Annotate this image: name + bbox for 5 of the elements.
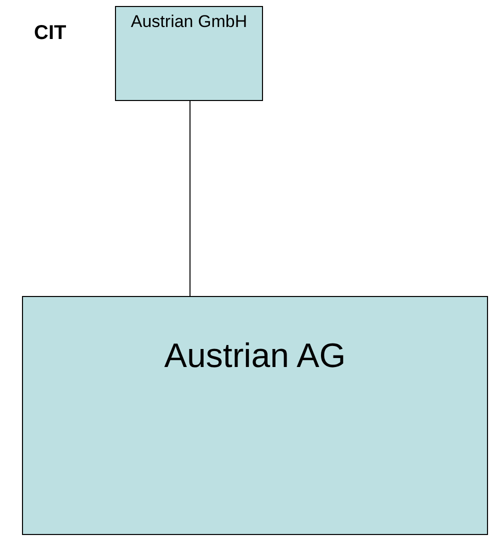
side-label: CIT — [34, 21, 66, 46]
box-label: Austrian AG — [164, 336, 346, 377]
box-label: Austrian GmbH — [130, 11, 248, 32]
org-box — [22, 296, 488, 535]
org-box — [115, 6, 263, 101]
